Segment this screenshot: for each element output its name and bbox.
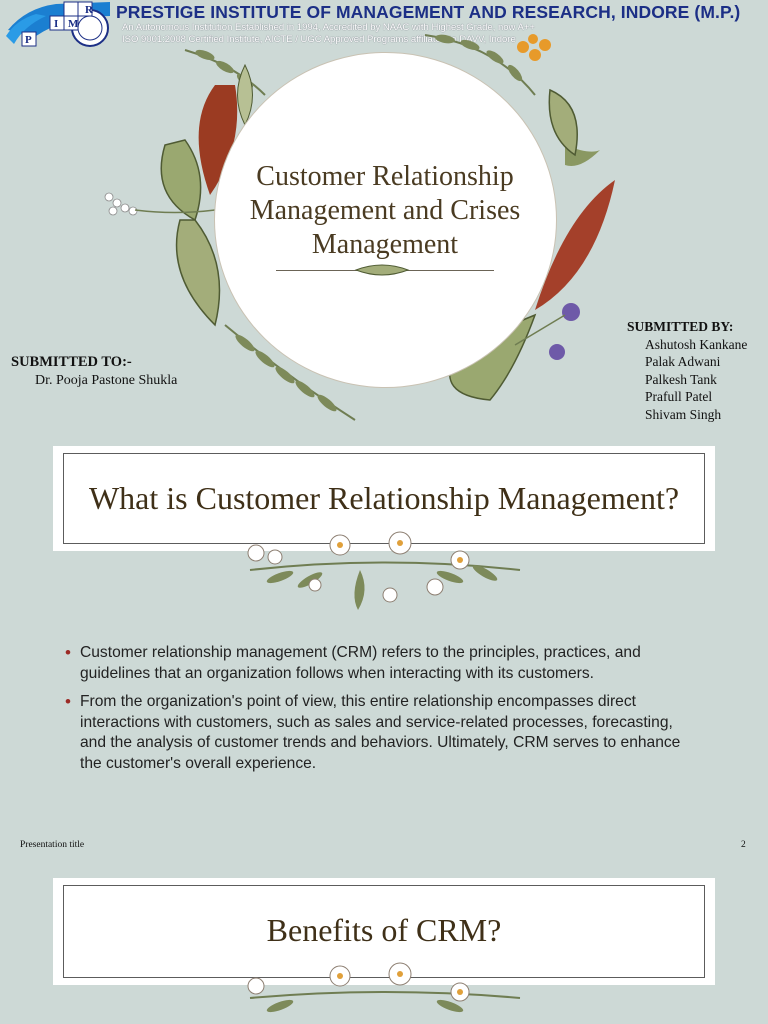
green-leaf-icon bbox=[160, 139, 202, 222]
submitted-to-name: Dr. Pooja Pastone Shukla bbox=[35, 373, 178, 388]
flower-garland-icon bbox=[247, 531, 521, 610]
list-item: Prafull Patel bbox=[645, 389, 713, 405]
red-leaf-icon bbox=[198, 85, 238, 195]
institute-logo: R M I P bbox=[6, 1, 110, 47]
institute-name: PRESTIGE INSTITUTE OF MANAGEMENT AND RES… bbox=[116, 2, 741, 22]
footer-page-number: 2 bbox=[741, 840, 746, 850]
logo-letter-r: R bbox=[85, 4, 94, 16]
purple-flower-icon bbox=[549, 303, 580, 360]
orange-flower-icon bbox=[517, 34, 551, 61]
list-item: From the organization's point of view, t… bbox=[63, 692, 703, 774]
list-item: Shivam Singh bbox=[645, 406, 722, 422]
logo-letter-i: I bbox=[54, 18, 58, 30]
slide2-title-card bbox=[53, 446, 715, 551]
presentation-title: Customer Relationship Management and Cri… bbox=[249, 161, 521, 260]
list-item: Palkesh Tank bbox=[645, 371, 717, 387]
institute-affiliation-line: ISO 9001:2008 Certified Institute, AICTE… bbox=[122, 34, 516, 45]
logo-letter-m: M bbox=[68, 18, 79, 30]
footer-presentation-title: Presentation title bbox=[20, 840, 85, 850]
list-item: Palak Adwani bbox=[645, 354, 721, 370]
logo-letter-p: P bbox=[25, 34, 32, 46]
botanical-wreath bbox=[104, 34, 615, 421]
submitted-by-list: Ashutosh Kankane Palak Adwani Palkesh Ta… bbox=[645, 336, 747, 423]
list-item: Ashutosh Kankane bbox=[645, 337, 748, 352]
institute-accreditation-line: An Autonomous Institution Established in… bbox=[122, 22, 535, 33]
leaf-ornament-icon bbox=[354, 264, 410, 276]
red-leaf-icon bbox=[535, 180, 615, 310]
list-item: Customer relationship management (CRM) r… bbox=[63, 643, 703, 684]
submitted-by-label: SUBMITTED BY: bbox=[627, 319, 734, 334]
slide3-title-card bbox=[53, 878, 715, 985]
submitted-to-label: SUBMITTED TO:- bbox=[11, 354, 132, 370]
title-slide: R M I P PRESTIGE INSTITUTE OF MANAGEMENT… bbox=[0, 0, 768, 430]
slide2-title: What is Customer Relationship Management… bbox=[88, 480, 680, 516]
crm-definition-bullets: Customer relationship management (CRM) r… bbox=[63, 643, 703, 782]
flower-garland-icon bbox=[247, 962, 521, 1013]
title-circle bbox=[214, 52, 557, 388]
white-flower-sprig-icon bbox=[104, 192, 138, 216]
slide3-title: Benefits of CRM? bbox=[266, 912, 502, 948]
